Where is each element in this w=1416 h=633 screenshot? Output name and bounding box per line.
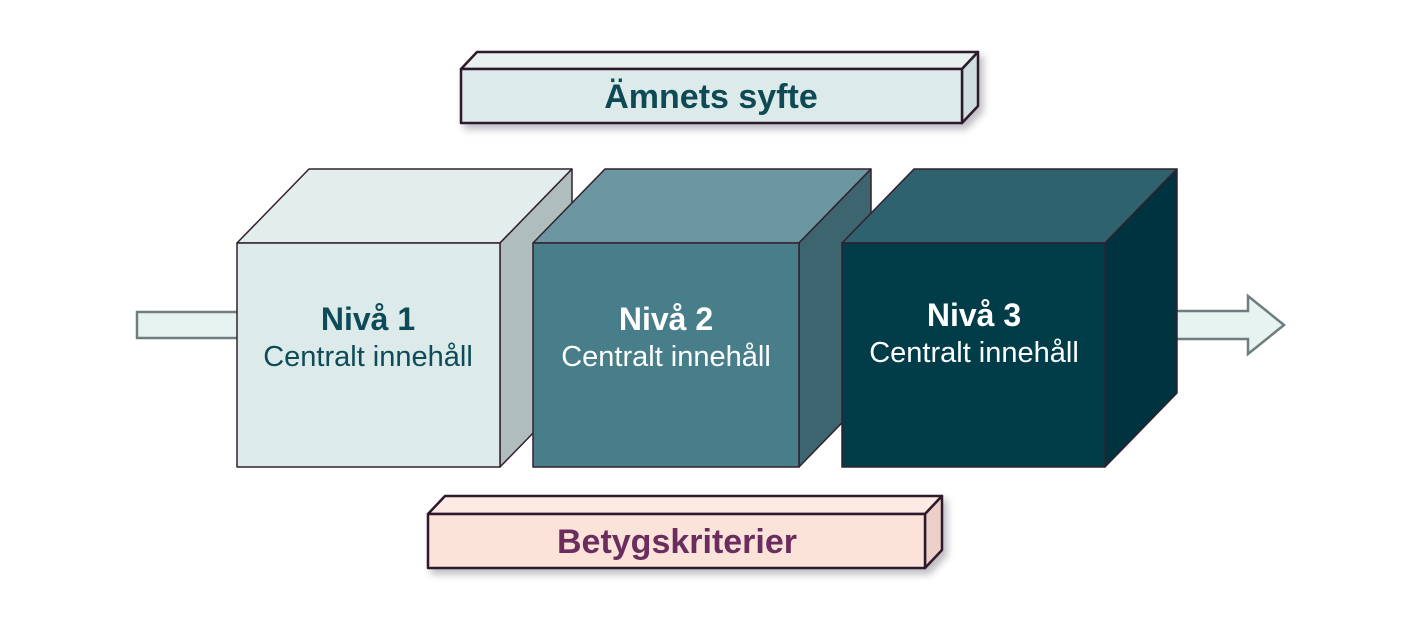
betygskriterier-bar: Betygskriterier [426,494,944,570]
cube-niva-2: Nivå 2 Centralt innehåll [532,168,872,468]
cube-2-front-face [532,242,800,468]
flow-arrow-right [1168,293,1286,357]
amnets-syfte-label: Ämnets syfte [604,78,818,116]
amnets-syfte-bar: Ämnets syfte [459,50,980,125]
cube-3-title: Nivå 3 [927,297,1021,333]
betygskriterier-bar-top-face [426,494,944,516]
cube-3-subtitle: Centralt innehåll [869,337,1079,369]
betygskriterier-label: Betygskriterier [557,523,797,561]
betygskriterier-bar-front-face [426,512,927,570]
cube-niva-3: Nivå 3 Centralt innehåll [841,168,1178,468]
amnets-syfte-bar-top-face [459,50,980,71]
cube-1-title: Nivå 1 [321,301,415,337]
cube-2-subtitle: Centralt innehåll [561,341,771,373]
left-arrow-shaft [135,310,241,340]
flow-arrow-left [135,310,241,340]
cube-1-front-face [236,242,501,468]
amnets-syfte-bar-front-face [459,67,964,125]
right-arrow-icon [1168,293,1286,357]
cube-3-front-face [841,242,1106,468]
cube-2-title: Nivå 2 [619,301,713,337]
cube-1-subtitle: Centralt innehåll [263,341,473,373]
cube-niva-1: Nivå 1 Centralt innehåll [236,168,573,468]
